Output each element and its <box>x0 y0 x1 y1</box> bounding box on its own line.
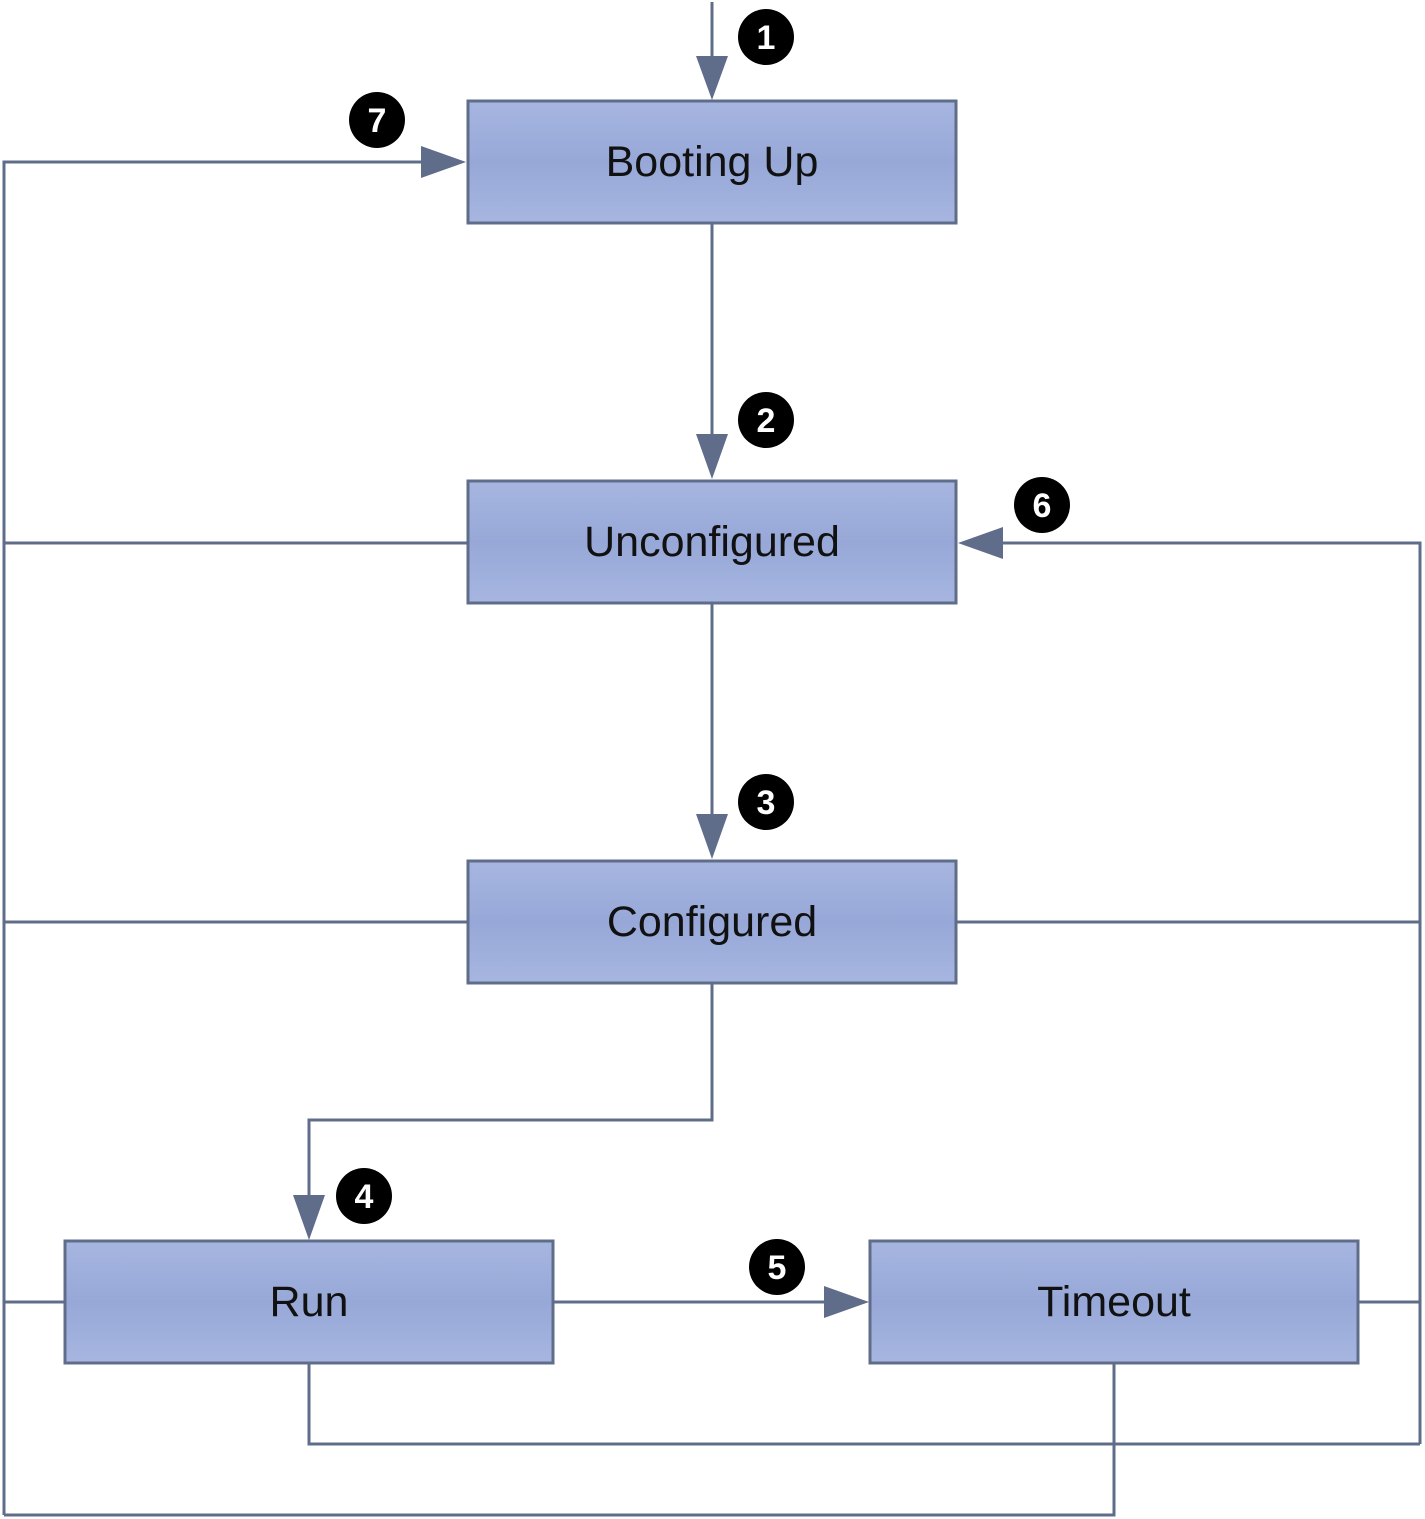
transition-badge-4: 4 <box>336 1168 392 1224</box>
transition-badge-2: 2 <box>738 392 794 448</box>
edge-right-bus-to-unconfigured <box>998 541 1422 1444</box>
arrowhead-into-timeout-left <box>824 1286 869 1318</box>
transition-badge-7: 7 <box>349 92 405 148</box>
state-timeout-box <box>868 1239 1360 1365</box>
state-configured-label: Configured <box>607 898 817 946</box>
state-timeout: Timeout <box>868 1239 1360 1365</box>
edge-configured-to-run <box>307 984 714 1202</box>
transition-badge-5-circle <box>749 1239 805 1295</box>
transition-badge-7-circle <box>349 92 405 148</box>
transition-badge-1-circle <box>738 9 794 65</box>
state-booting-up-box <box>466 99 958 225</box>
state-run-box <box>63 1239 555 1365</box>
edge-timeout-to-left-bus <box>4 1364 1116 1517</box>
state-configured: Configured <box>466 859 958 985</box>
arrowhead-into-booting-up-top <box>696 56 728 100</box>
transition-badge-2-circle <box>738 392 794 448</box>
arrowhead-into-unconfigured-right <box>958 527 1003 559</box>
state-unconfigured-box <box>466 479 958 605</box>
transition-badge-4-label: 4 <box>355 1178 374 1216</box>
state-booting-up: Booting Up <box>466 99 958 225</box>
arrowhead-into-run-top <box>293 1195 325 1240</box>
transition-badge-5: 5 <box>749 1239 805 1295</box>
transition-badge-1: 1 <box>738 9 794 65</box>
transition-badge-6: 6 <box>1014 477 1070 533</box>
transition-badge-4-circle <box>336 1168 392 1224</box>
arrowhead-into-configured-top <box>696 814 728 859</box>
arrowhead-into-unconfigured-top <box>696 434 728 479</box>
edge-run-to-right-bus <box>307 1364 1420 1446</box>
state-timeout-label: Timeout <box>1037 1278 1191 1326</box>
transition-badge-6-circle <box>1014 477 1070 533</box>
transition-badge-3: 3 <box>738 774 794 830</box>
edge-left-bus-to-booting-up <box>2 160 428 1515</box>
state-booting-up-label: Booting Up <box>606 138 819 186</box>
transition-badge-1-label: 1 <box>757 19 776 57</box>
state-run-label: Run <box>270 1278 349 1326</box>
transition-badge-2-label: 2 <box>757 402 776 440</box>
transition-badge-5-label: 5 <box>768 1249 787 1287</box>
transition-badge-3-circle <box>738 774 794 830</box>
state-unconfigured-label: Unconfigured <box>584 518 840 566</box>
arrowhead-into-booting-up-left <box>421 146 466 178</box>
transition-badge-6-label: 6 <box>1033 487 1052 525</box>
state-unconfigured: Unconfigured <box>466 479 958 605</box>
transition-badge-7-label: 7 <box>368 102 387 140</box>
state-configured-box <box>466 859 958 985</box>
arrowheads <box>293 56 1003 1318</box>
state-run: Run <box>63 1239 555 1365</box>
transition-badge-3-label: 3 <box>757 784 776 822</box>
